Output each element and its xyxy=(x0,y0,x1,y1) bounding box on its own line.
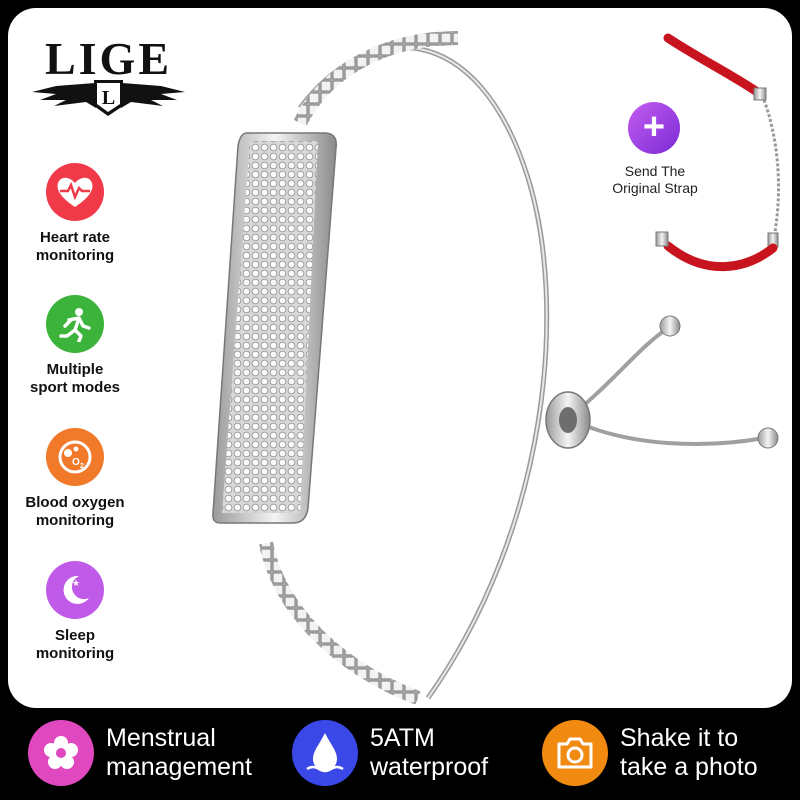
strap-caption-line1: Send The xyxy=(624,163,686,179)
feature-label-line2: sport modes xyxy=(29,379,120,396)
bottom-label-line2: take a photo xyxy=(620,753,758,781)
emblem-letter: L xyxy=(102,87,115,109)
feature-label-line1: Blood oxygen xyxy=(25,494,125,511)
brand-logo: LIGE L xyxy=(26,26,191,121)
bracelet-image xyxy=(212,31,779,705)
feature-label-line2: monitoring xyxy=(35,247,115,264)
heart-rate-icon xyxy=(46,163,104,221)
brand-name: LIGE xyxy=(44,33,173,84)
camera-icon xyxy=(542,720,608,786)
feature-label-line1: Sleep xyxy=(54,627,96,644)
wings-emblem-icon: L xyxy=(32,80,185,116)
svg-text:2: 2 xyxy=(80,463,84,470)
strap-caption: Send The Original Strap xyxy=(595,163,715,197)
strap-caption-line2: Original Strap xyxy=(612,180,698,196)
bottom-label-line1: Menstrual xyxy=(106,724,216,752)
running-icon xyxy=(46,295,104,353)
red-strap-image xyxy=(655,33,781,271)
feature-label-line2: monitoring xyxy=(35,512,115,529)
feature-label-line1: Multiple xyxy=(46,361,104,378)
product-panel: LIGE L xyxy=(8,8,792,708)
flower-icon xyxy=(28,720,94,786)
feature-label-line2: monitoring xyxy=(35,645,115,662)
bottom-label-line2: management xyxy=(106,753,252,781)
water-drop-icon xyxy=(292,720,358,786)
svg-text:★: ★ xyxy=(72,578,80,588)
bottom-label-line1: 5ATM xyxy=(370,724,435,752)
moon-icon: ★ xyxy=(46,561,104,619)
plus-icon: + xyxy=(628,102,680,154)
feature-label-line1: Heart rate xyxy=(39,229,111,246)
svg-text:O: O xyxy=(72,457,80,468)
bottom-label-line1: Shake it to xyxy=(620,724,739,752)
bottom-label-line2: waterproof xyxy=(370,753,489,781)
